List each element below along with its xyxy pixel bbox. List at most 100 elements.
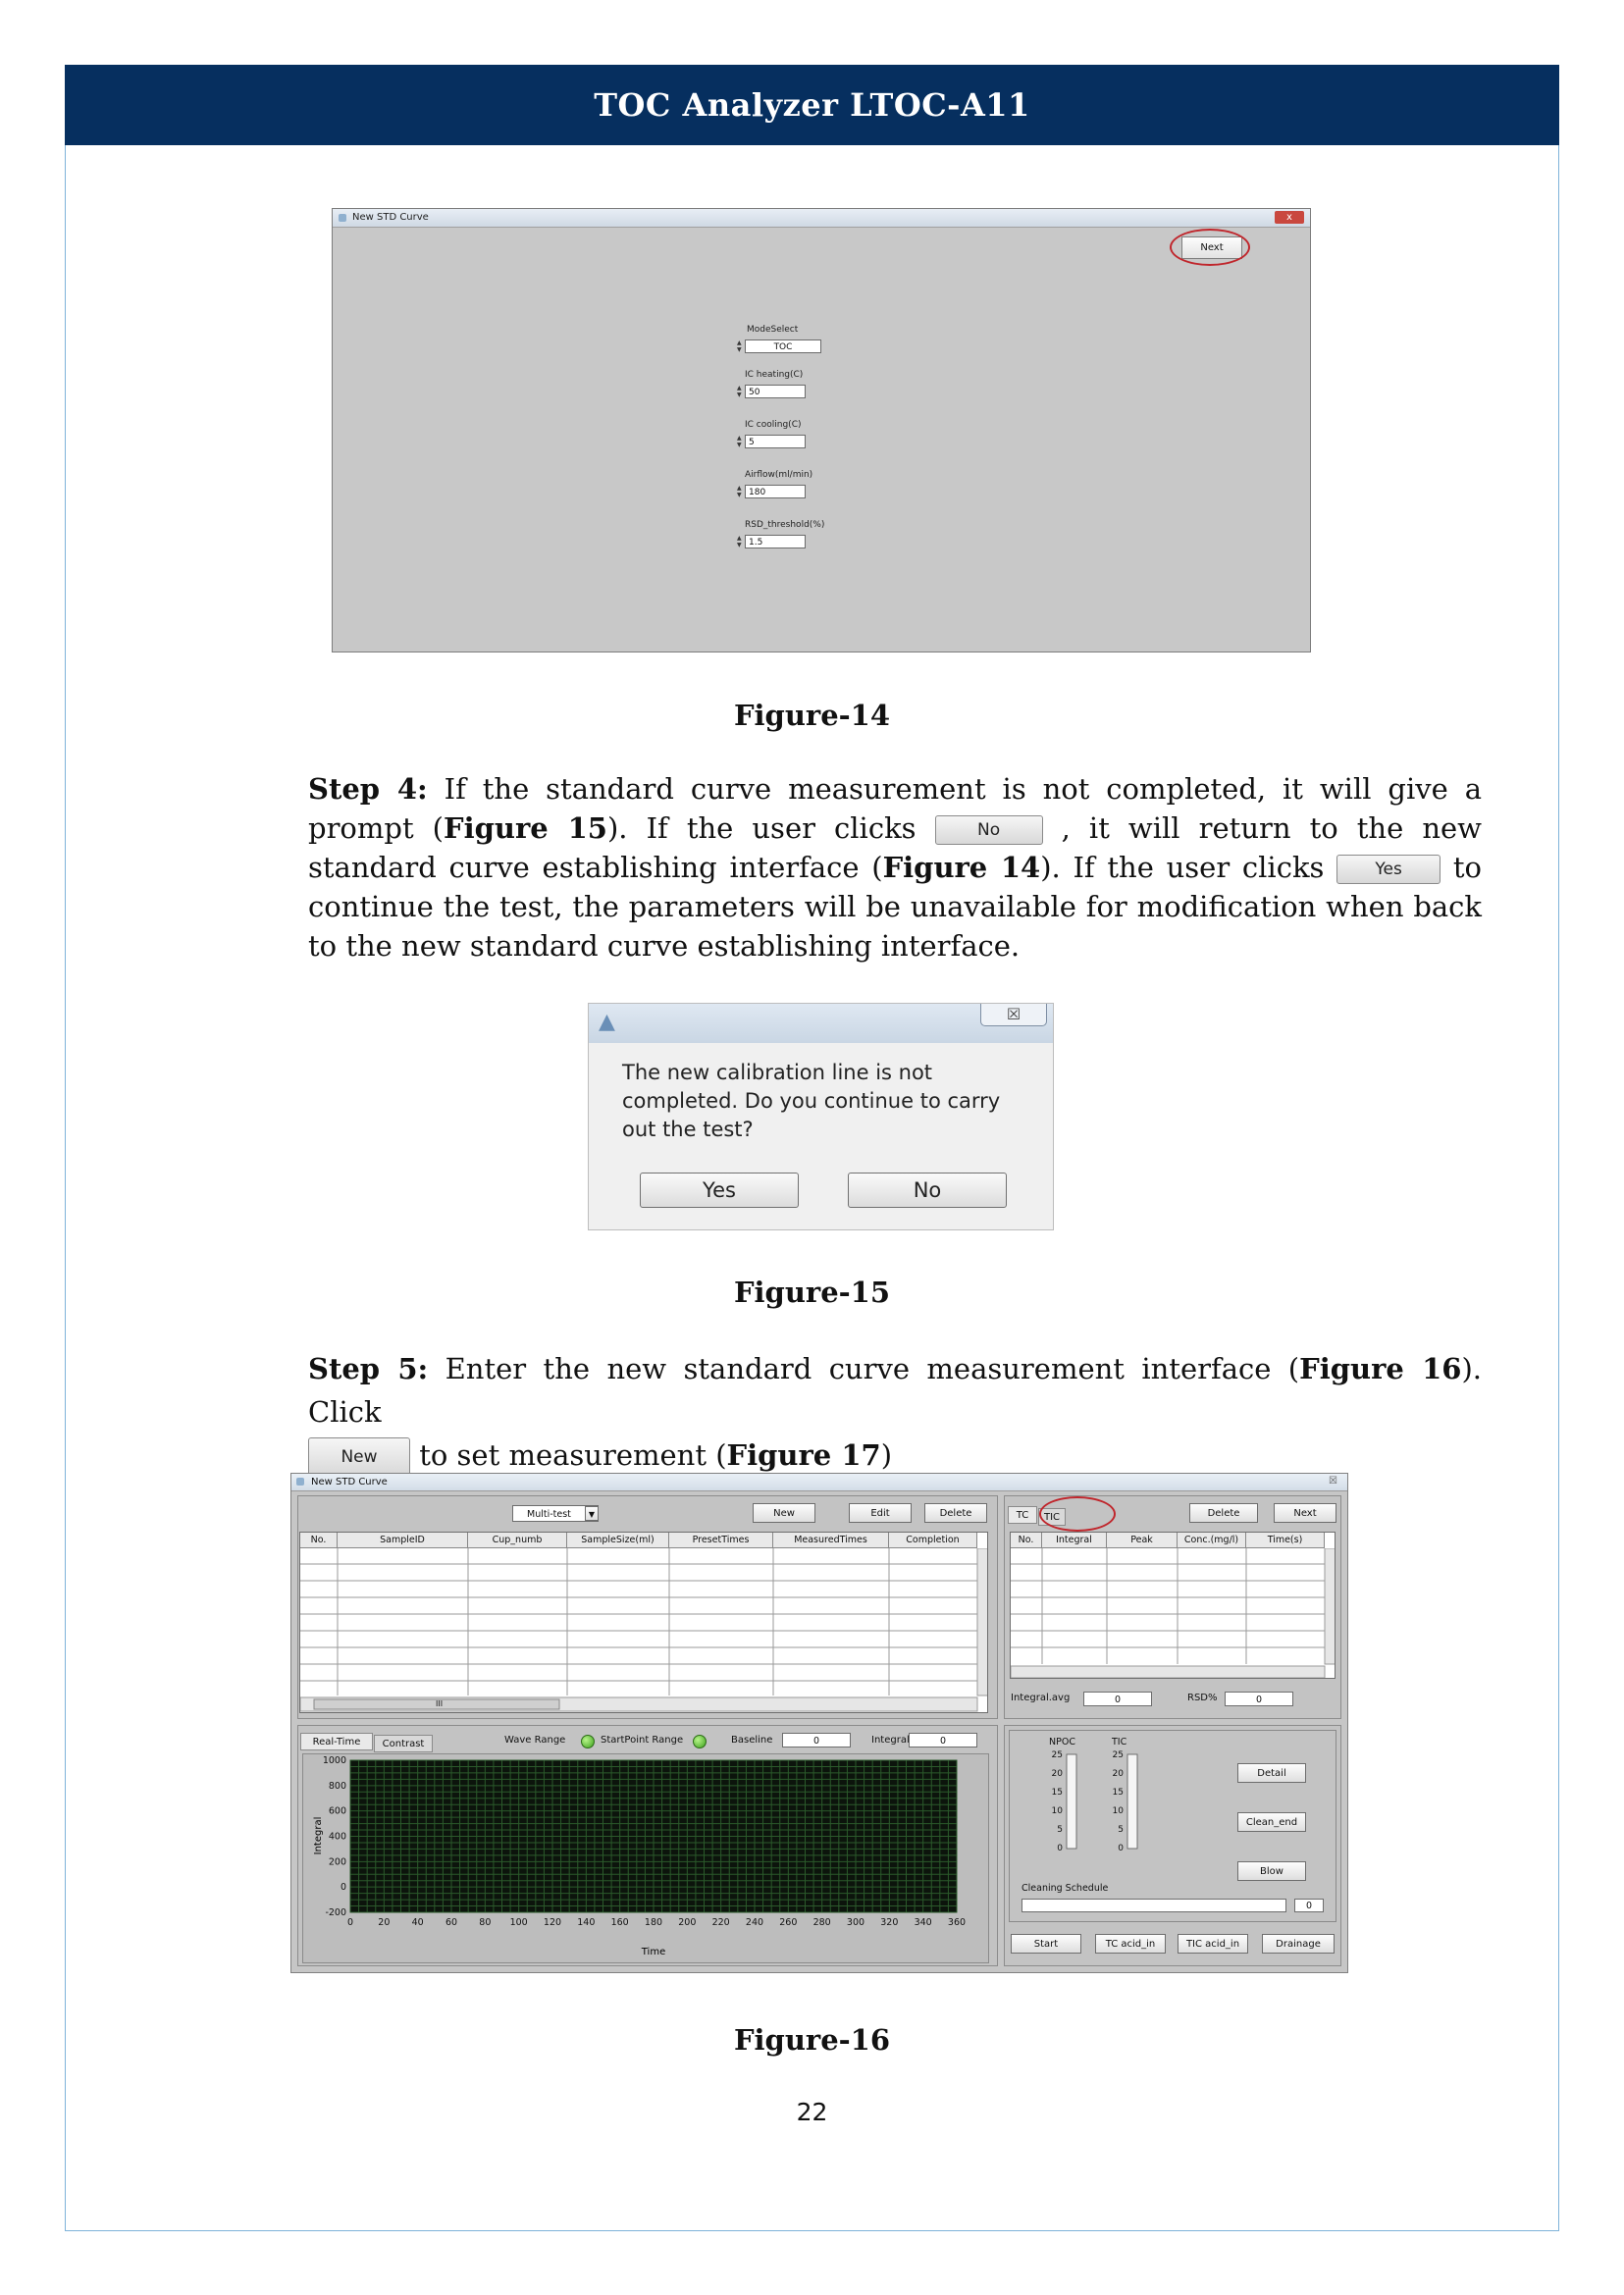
column-header[interactable]: Time(s) [1246,1533,1325,1548]
tic-gauge-tick: 20 [1113,1769,1125,1779]
figure-15-dialog: ▲ ☒ The new calibration line is not comp… [588,1003,1054,1230]
x-axis-label: Time [641,1947,665,1957]
y-tick-label: 200 [329,1856,346,1867]
app-icon [296,1478,304,1486]
rsd-threshold-field[interactable]: 1.5 [745,535,806,548]
npoc-gauge-tick: 15 [1052,1788,1063,1798]
page-header: TOC Analyzer LTOC-A11 [65,65,1559,145]
next-button[interactable]: Next [1274,1503,1336,1523]
sample-table[interactable]: No. SampleID Cup_numb SampleSize(ml) Pre… [299,1532,988,1713]
tab-real-time[interactable]: Real-Time [300,1733,373,1750]
startpoint-range-indicator-icon [693,1735,707,1748]
window-title: New STD Curve [352,212,429,223]
ic-heating-field[interactable]: 50 [745,385,806,398]
window-titlebar: New STD Curve ☒ [291,1474,1347,1491]
column-header[interactable]: PresetTimes [669,1533,773,1548]
npoc-gauge-tick: 0 [1057,1844,1063,1853]
clean-end-button[interactable]: Clean_end [1237,1812,1306,1832]
mode-select-field[interactable]: TOC [745,339,821,353]
dropdown-arrow-icon[interactable]: ▼ [585,1506,599,1521]
x-tick-label: 200 [678,1917,696,1928]
close-icon[interactable]: x [1275,211,1304,224]
x-tick-label: 0 [347,1917,353,1928]
airflow-field[interactable]: 180 [745,485,806,498]
column-header[interactable]: Cup_numb [468,1533,567,1548]
figure-reference: Figure 16 [1299,1352,1462,1385]
results-table[interactable]: No. Integral Peak Conc.(mg/l) Time(s) [1010,1532,1336,1679]
tic-acid-in-button[interactable]: TIC acid_in [1178,1934,1248,1954]
figure-16-caption: Figure-16 [733,2023,891,2057]
yes-button[interactable]: Yes [640,1173,799,1208]
step-4-text: ). If the user clicks [606,811,935,845]
column-header[interactable]: SampleID [338,1533,468,1548]
start-button[interactable]: Start [1011,1934,1081,1954]
rsd-field[interactable]: 0 [1225,1692,1293,1706]
edit-button[interactable]: Edit [849,1503,912,1523]
spin-arrows-icon[interactable]: ▲▼ [737,385,742,398]
dialog-titlebar [589,1004,1053,1043]
y-tick-label: 400 [329,1832,346,1843]
x-tick-label: 80 [479,1917,491,1928]
column-header[interactable]: Peak [1107,1533,1178,1548]
mode-select-label: ModeSelect [747,325,799,335]
y-tick-label: 600 [329,1806,346,1817]
x-tick-label: 340 [915,1917,932,1928]
figure-14-screenshot: New STD Curve x Next ModeSelect ▲▼ TOC I… [332,208,1311,652]
step-4-paragraph: Step 4: If the standard curve measuremen… [308,769,1482,965]
x-tick-label: 40 [412,1917,424,1928]
column-header[interactable]: No. [300,1533,338,1548]
baseline-field[interactable]: 0 [782,1733,851,1747]
wave-range-indicator-icon [581,1735,595,1748]
cleaning-progress-bar [1022,1899,1286,1912]
integral-field[interactable]: 0 [909,1733,977,1747]
tab-tc[interactable]: TC [1008,1506,1037,1524]
rsd-label: RSD% [1187,1693,1218,1703]
column-header[interactable]: Completion [889,1533,977,1548]
spin-arrows-icon[interactable]: ▲▼ [737,485,742,498]
scrollbar-grip[interactable]: III [436,1699,444,1708]
column-header[interactable]: Integral [1042,1533,1107,1548]
no-button[interactable]: No [848,1173,1007,1208]
x-tick-label: 180 [645,1917,662,1928]
airflow-label: Airflow(ml/min) [745,470,813,480]
no-button-image: No [934,815,1043,845]
page-number: 22 [796,2098,828,2126]
x-tick-label: 60 [445,1917,457,1928]
spin-arrows-icon[interactable]: ▲▼ [737,535,742,548]
close-icon[interactable]: ☒ [1329,1476,1337,1487]
npoc-gauge-tick: 25 [1052,1750,1063,1760]
column-header[interactable]: No. [1011,1533,1042,1548]
close-icon[interactable]: ☒ [980,1004,1047,1026]
step-5-text: ) [880,1438,893,1472]
x-tick-label: 140 [577,1917,595,1928]
tab-contrast[interactable]: Contrast [374,1735,433,1752]
x-tick-label: 280 [813,1917,831,1928]
tc-acid-in-button[interactable]: TC acid_in [1095,1934,1166,1954]
highlight-circle [1170,229,1250,266]
spin-arrows-icon[interactable]: ▲▼ [737,435,742,448]
detail-button[interactable]: Detail [1237,1763,1306,1783]
yes-button-image: Yes [1336,855,1441,884]
column-header[interactable]: SampleSize(ml) [567,1533,669,1548]
cleaning-schedule-label: Cleaning Schedule [1022,1883,1109,1894]
window-title: New STD Curve [311,1477,388,1487]
app-icon [339,214,346,222]
cleaning-progress-value: 0 [1294,1899,1324,1912]
delete-button[interactable]: Delete [924,1503,987,1523]
column-header[interactable]: Conc.(mg/l) [1178,1533,1246,1548]
y-tick-label: 800 [329,1781,346,1792]
dialog-message: The new calibration line is not complete… [622,1061,1001,1141]
integral-avg-field[interactable]: 0 [1083,1692,1152,1706]
delete-button[interactable]: Delete [1189,1503,1258,1523]
y-tick-label: -200 [325,1907,346,1918]
ic-cooling-field[interactable]: 5 [745,435,806,448]
figure-reference: Figure 15 [443,811,607,845]
figure-15-caption: Figure-15 [733,1276,891,1309]
blow-button[interactable]: Blow [1237,1861,1306,1881]
new-button[interactable]: New [753,1503,815,1523]
column-header[interactable]: MeasuredTimes [773,1533,889,1548]
spin-arrows-icon[interactable]: ▲▼ [737,339,742,353]
y-axis-label: Integral [313,1817,324,1855]
drainage-button[interactable]: Drainage [1262,1934,1335,1954]
